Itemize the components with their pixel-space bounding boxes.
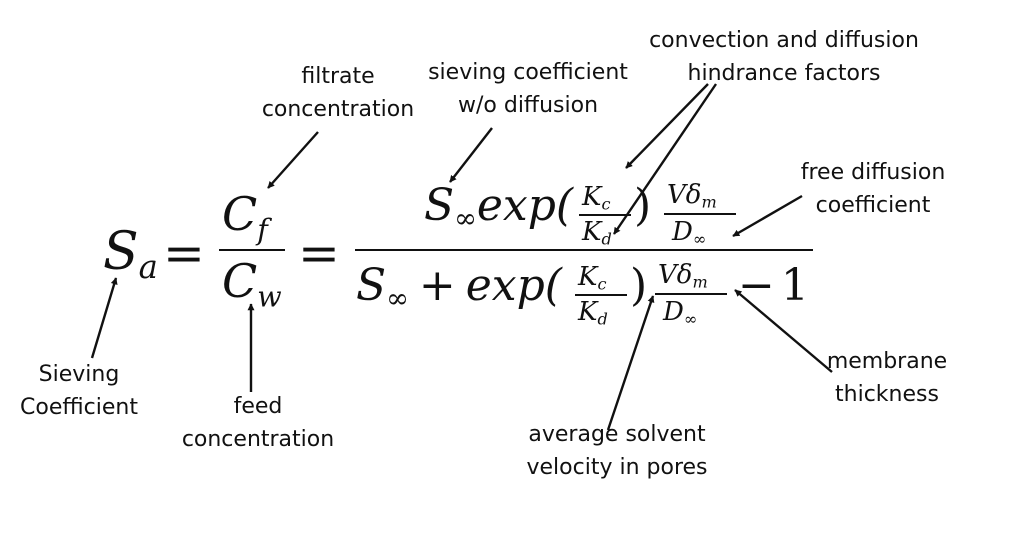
symbol-c-w: Cw: [222, 254, 282, 314]
arrow-filtrate: [267, 131, 319, 189]
symbol-c-f: Cf: [222, 187, 268, 247]
numerator-kc: Kc: [582, 182, 611, 214]
denominator-kd: Kd: [578, 297, 608, 329]
denominator-v-delta-m: Vδm: [658, 260, 708, 292]
equals-sign-2: =: [298, 224, 340, 282]
denominator-minus-one: −1: [738, 260, 809, 311]
fraction-bar-cf-cw: [219, 249, 285, 251]
numerator-d-inf: D∞: [672, 217, 707, 249]
equals-sign-1: =: [163, 224, 205, 282]
fraction-bar-vdelta-dinf-bottom: [655, 293, 727, 295]
denominator-close-paren: ): [630, 260, 648, 311]
arrow-hindrance-kd: [613, 83, 717, 235]
arrow-avg-velocity: [606, 295, 655, 431]
fraction-bar-vdelta-dinf-top: [664, 213, 736, 215]
denominator-d-inf: D∞: [663, 297, 698, 329]
arrow-membrane: [734, 289, 833, 373]
numerator-kd: Kd: [582, 217, 612, 249]
denominator-s-inf-plus-exp: S∞+exp(: [356, 260, 562, 315]
arrow-sieving-coefficient: [90, 277, 118, 359]
fraction-bar-kc-kd-bottom: [575, 294, 627, 296]
arrow-free-diffusion: [732, 194, 803, 238]
numerator-v-delta-m: Vδm: [667, 180, 717, 212]
numerator-s-inf-exp: S∞exp(: [424, 180, 574, 235]
numerator-close-paren: ): [634, 180, 652, 231]
arrow-hindrance-kc: [625, 83, 709, 169]
denominator-kc: Kc: [578, 262, 607, 294]
arrow-sieving-no-diffusion: [449, 127, 493, 183]
fraction-bar-kc-kd-top: [579, 214, 631, 216]
main-fraction-bar: [355, 249, 813, 251]
symbol-s-a: Sa: [103, 222, 158, 287]
